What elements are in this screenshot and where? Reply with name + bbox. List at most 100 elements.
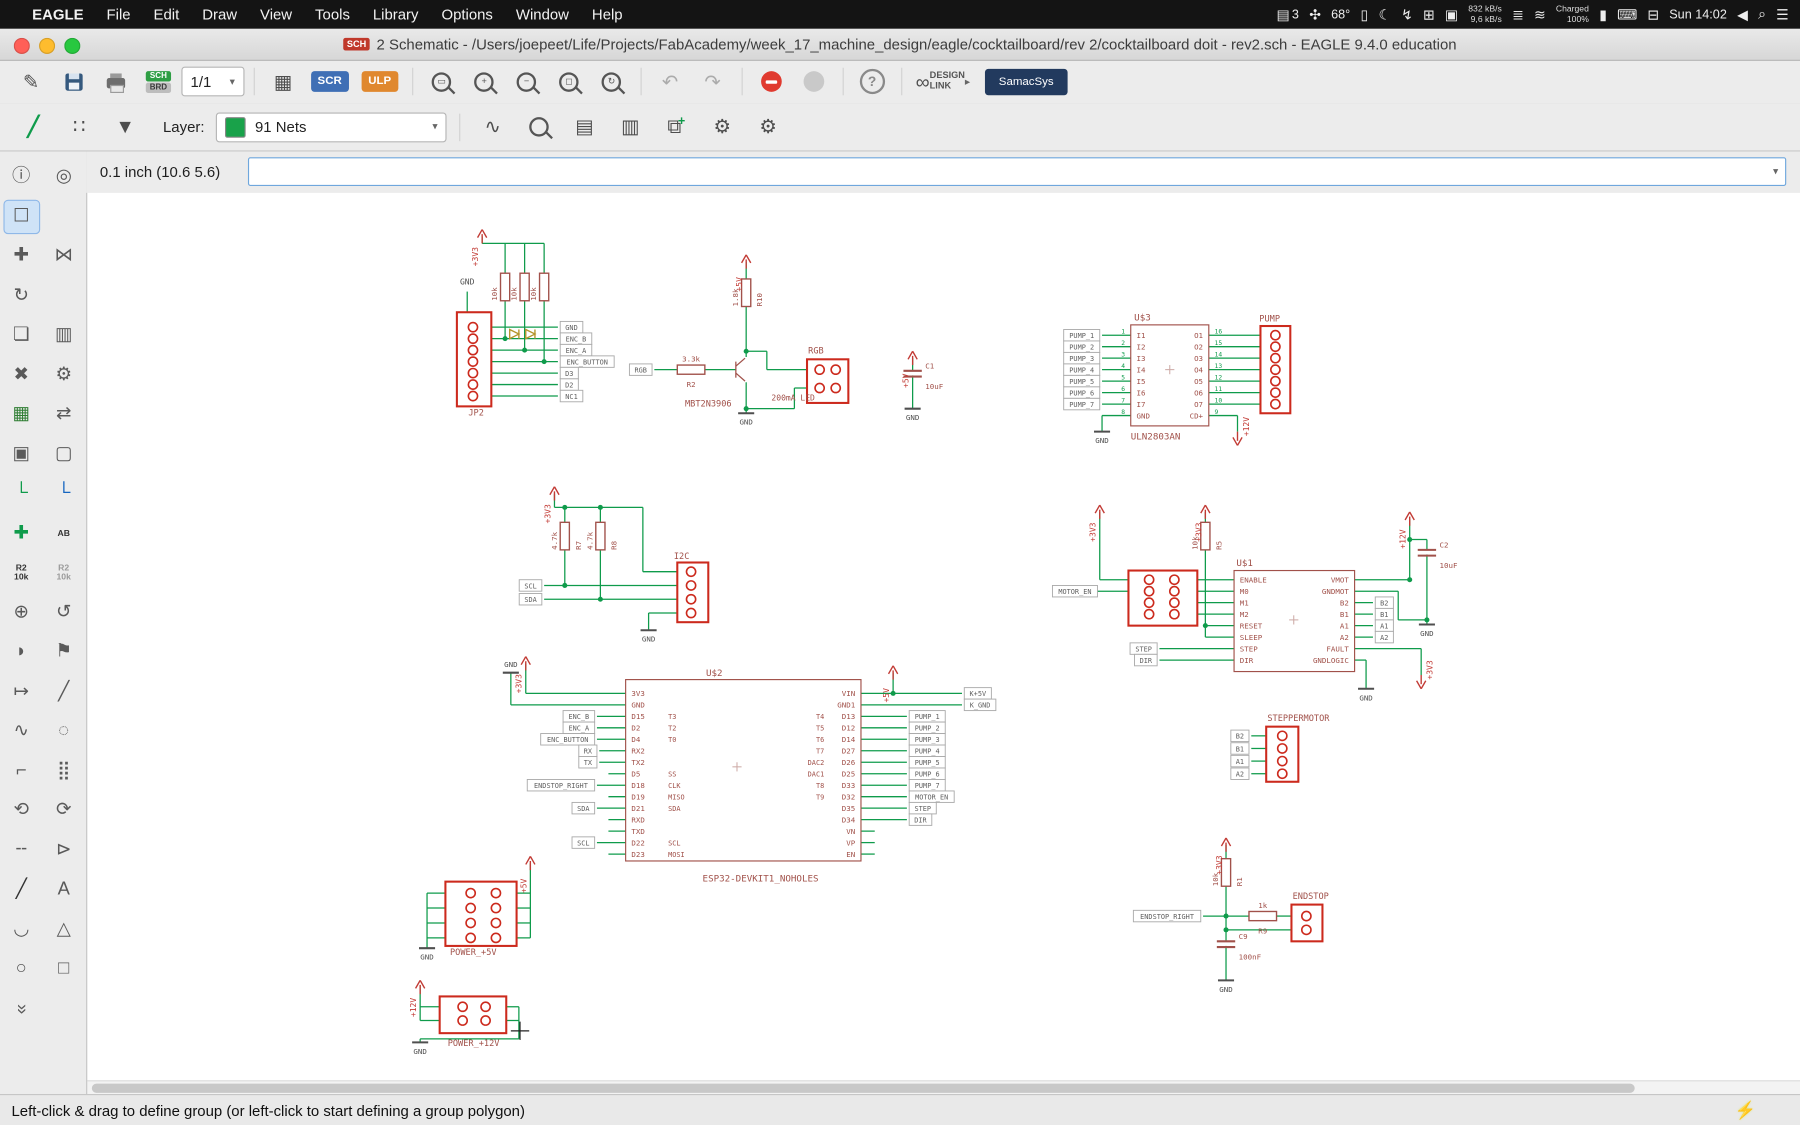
- save-button[interactable]: [54, 64, 93, 98]
- connector-pin[interactable]: [1269, 375, 1281, 387]
- group-copy-tool[interactable]: ⟲: [4, 795, 38, 827]
- pin-name[interactable]: D18: [631, 781, 645, 790]
- run-ulp-button[interactable]: ULP: [357, 64, 403, 98]
- connector-pin[interactable]: [1276, 768, 1288, 780]
- power-label[interactable]: +5V: [882, 688, 891, 703]
- pin-name[interactable]: STEP: [1240, 644, 1258, 653]
- pin-number[interactable]: 5: [1121, 374, 1125, 381]
- ic-u_3[interactable]: [1130, 324, 1210, 427]
- inspect-button[interactable]: [519, 110, 558, 144]
- pin-name[interactable]: I5: [1136, 377, 1145, 386]
- pin-name[interactable]: VP: [846, 838, 855, 847]
- pin-name[interactable]: VN: [846, 827, 855, 836]
- resistor-value[interactable]: 1k: [1258, 901, 1267, 910]
- connector-power_+5v[interactable]: [444, 880, 518, 947]
- power-label[interactable]: +3V3: [1426, 660, 1435, 679]
- bolt-indicator[interactable]: ↯: [1401, 6, 1413, 22]
- pin-number[interactable]: 1: [1121, 328, 1125, 335]
- net-flag-label[interactable]: MOTOR_EN: [1058, 588, 1091, 596]
- circle-tool[interactable]: ○: [4, 953, 38, 985]
- pin-number[interactable]: 15: [1215, 340, 1223, 347]
- pin-number[interactable]: 14: [1215, 351, 1223, 358]
- pin-name[interactable]: 3V3: [631, 689, 644, 698]
- net-flag-label[interactable]: A2: [1380, 634, 1388, 642]
- net-flag-label[interactable]: RX: [584, 748, 593, 756]
- pin-name[interactable]: I3: [1136, 354, 1145, 363]
- pin-function[interactable]: T9: [816, 794, 824, 802]
- pin-number[interactable]: 10: [1215, 397, 1223, 404]
- pin-function[interactable]: SDA: [668, 805, 681, 813]
- signal-wave-button[interactable]: ∿: [473, 110, 512, 144]
- draw-net-button[interactable]: ╱: [14, 110, 53, 144]
- pin-number[interactable]: 7: [1121, 397, 1125, 404]
- net-flag-label[interactable]: A1: [1236, 758, 1244, 766]
- net-flag-label[interactable]: ENDSTOP_RIGHT: [534, 782, 588, 790]
- pin-number[interactable]: 3: [1121, 351, 1125, 358]
- undo-button[interactable]: ↶: [651, 64, 690, 98]
- horizontal-scrollbar[interactable]: [86, 1080, 1800, 1096]
- menu-help[interactable]: Help: [591, 5, 623, 23]
- pin-function[interactable]: T2: [668, 725, 676, 733]
- connector-pin[interactable]: [685, 593, 697, 605]
- net-flag-label[interactable]: PUMP_1: [915, 713, 940, 721]
- sheet-selector[interactable]: 1/1 ▾: [181, 66, 245, 97]
- gateswap-tool[interactable]: ↺: [46, 597, 80, 629]
- pin-function[interactable]: T6: [816, 736, 824, 744]
- net-flag[interactable]: [578, 756, 598, 769]
- connector-pin[interactable]: [685, 566, 697, 578]
- menu-file[interactable]: File: [106, 5, 131, 23]
- power-label[interactable]: +5V: [519, 878, 528, 893]
- pin-name[interactable]: D33: [842, 781, 855, 790]
- ic-value[interactable]: ESP32-DEVKIT1_NOHOLES: [703, 874, 819, 885]
- replace-tool[interactable]: ▣: [4, 438, 38, 470]
- clock[interactable]: Sun 14:02: [1669, 7, 1727, 21]
- connector-rgb[interactable]: [805, 358, 850, 404]
- net-flag-label[interactable]: B1: [1380, 611, 1388, 619]
- net-flag-label[interactable]: MOTOR_EN: [915, 794, 948, 802]
- split-tool[interactable]: ╱: [46, 676, 80, 708]
- pin-name[interactable]: M1: [1240, 599, 1249, 608]
- resistor-r[interactable]: [538, 272, 550, 302]
- net-flag[interactable]: [1134, 653, 1158, 667]
- net-flag[interactable]: [1051, 585, 1098, 598]
- gap-tool[interactable]: ╌: [4, 834, 38, 866]
- power-label[interactable]: +12V: [1242, 417, 1251, 436]
- pin-name[interactable]: D26: [842, 758, 855, 767]
- resistor-r10[interactable]: [740, 278, 752, 308]
- attribute-tool[interactable]: ⚑: [46, 636, 80, 668]
- pin-name[interactable]: I1: [1136, 331, 1145, 340]
- battery-icon[interactable]: ▮: [1599, 6, 1607, 22]
- optimize-tool[interactable]: ◌: [46, 715, 80, 747]
- pin-name[interactable]: A1: [1340, 622, 1349, 631]
- connector-pin[interactable]: [465, 902, 477, 914]
- connector-name[interactable]: POWER_+12V: [448, 1039, 500, 1049]
- net-flag-label[interactable]: B1: [1236, 745, 1244, 753]
- connector-pin[interactable]: [1143, 608, 1155, 620]
- net-flag-label[interactable]: D3: [565, 370, 573, 378]
- rotate-tool[interactable]: ↻: [4, 280, 38, 312]
- resistor-value[interactable]: 1.8k: [731, 288, 740, 306]
- gnd-label[interactable]: GND: [504, 660, 518, 669]
- connector-pin[interactable]: [814, 382, 826, 394]
- pin-name[interactable]: VMOT: [1331, 576, 1349, 585]
- scrollbar-thumb[interactable]: [91, 1083, 1635, 1093]
- connector-pin[interactable]: [465, 887, 477, 899]
- net-flag[interactable]: [526, 779, 596, 792]
- connector-pin[interactable]: [1168, 608, 1180, 620]
- resistor-value[interactable]: 10k: [490, 287, 499, 301]
- connector-pin[interactable]: [685, 607, 697, 619]
- net-flag[interactable]: [908, 813, 933, 826]
- group-tool[interactable]: ☐: [2, 199, 40, 234]
- pin-function[interactable]: CLK: [668, 782, 681, 790]
- pin-name[interactable]: RESET: [1240, 622, 1263, 631]
- net-flag-label[interactable]: PUMP_7: [915, 782, 940, 790]
- net-flag-label[interactable]: PUMP_3: [915, 736, 940, 744]
- pin-name[interactable]: M0: [1240, 587, 1249, 596]
- net-flag-label[interactable]: A2: [1236, 771, 1244, 779]
- schematic-text[interactable]: GND: [460, 278, 475, 287]
- gnd-label[interactable]: GND: [1219, 985, 1233, 994]
- net-flag-label[interactable]: D2: [565, 381, 573, 389]
- pin-name[interactable]: D19: [631, 793, 644, 802]
